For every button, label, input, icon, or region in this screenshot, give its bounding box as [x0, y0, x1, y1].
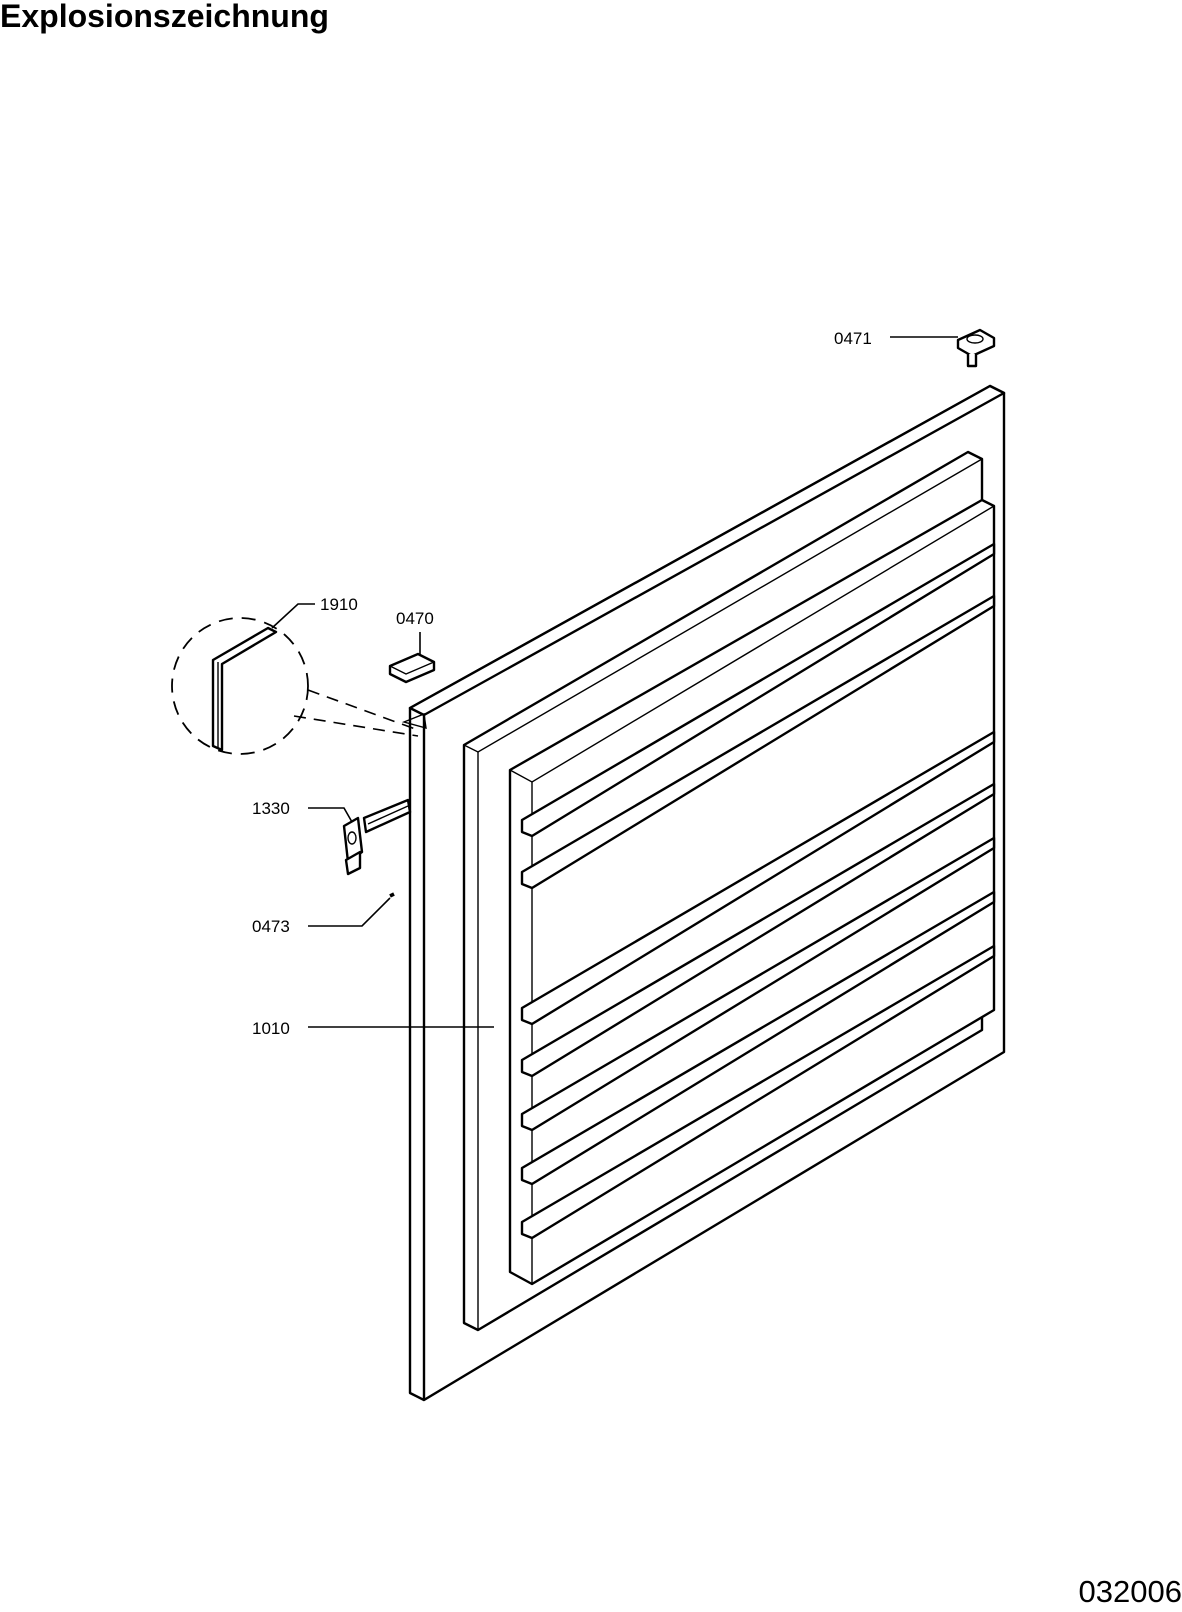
door-shelf-ridges [520, 542, 996, 1240]
door-liner-top [463, 458, 983, 753]
cover-plug-edge [389, 661, 435, 675]
part-0471-hinge [956, 328, 996, 368]
callout-0473: 0473 [252, 917, 290, 936]
bracket-hole [347, 831, 357, 845]
callout-1010: 1010 [252, 1019, 290, 1038]
shelf-ridge [520, 836, 996, 1132]
door-top-edge [408, 384, 1006, 717]
hinge-pin [966, 354, 978, 368]
page-title: Explosionszeichnung [0, 0, 329, 34]
shelf-ridge [520, 594, 996, 890]
door-corner-mark [401, 713, 427, 729]
leader-1330 [308, 807, 353, 823]
bracket-plate [342, 816, 364, 864]
shelf-ridge [520, 782, 996, 1078]
part-0473-screw [389, 892, 395, 898]
shelf-ridge [520, 890, 996, 1186]
door-inner-panel [508, 498, 996, 1286]
leader-1910 [271, 603, 315, 629]
part-1330-bracket [342, 798, 412, 876]
gasket-corner-piece [211, 626, 278, 752]
detail-circle [171, 617, 309, 755]
screw [389, 892, 395, 898]
callout-1910: 1910 [320, 595, 358, 614]
cover-plug-body [388, 652, 436, 684]
document-number: 032006 [1078, 1574, 1182, 1609]
callout-0471: 0471 [834, 329, 872, 348]
shelf-ridge [520, 730, 996, 1026]
hinge-cap-hole [966, 334, 984, 344]
part-0470-cover [388, 652, 436, 684]
shelf-ridge [520, 944, 996, 1240]
leader-0473 [308, 897, 391, 927]
detail-pointer-bottom [293, 715, 419, 737]
bracket-foot [344, 850, 362, 876]
part-1910-detail [171, 617, 427, 755]
detail-pointer-top [307, 689, 419, 731]
shelf-ridge [520, 542, 996, 838]
callout-1330: 1330 [252, 799, 290, 818]
bracket-arm-line [367, 805, 409, 825]
callout-0470: 0470 [396, 609, 434, 628]
